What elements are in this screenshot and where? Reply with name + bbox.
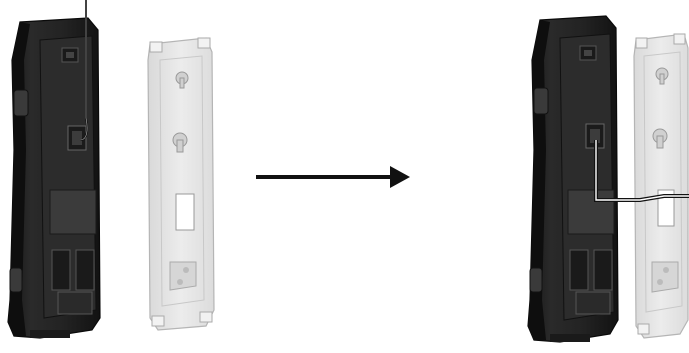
wall-mount-bracket-icon	[634, 34, 688, 338]
right-arrow-icon	[256, 166, 410, 188]
wall-telephone-base-icon	[528, 16, 618, 342]
wall-mount-bracket-icon	[148, 38, 214, 330]
step-after-group	[528, 16, 689, 342]
step-before-group	[8, 0, 214, 338]
